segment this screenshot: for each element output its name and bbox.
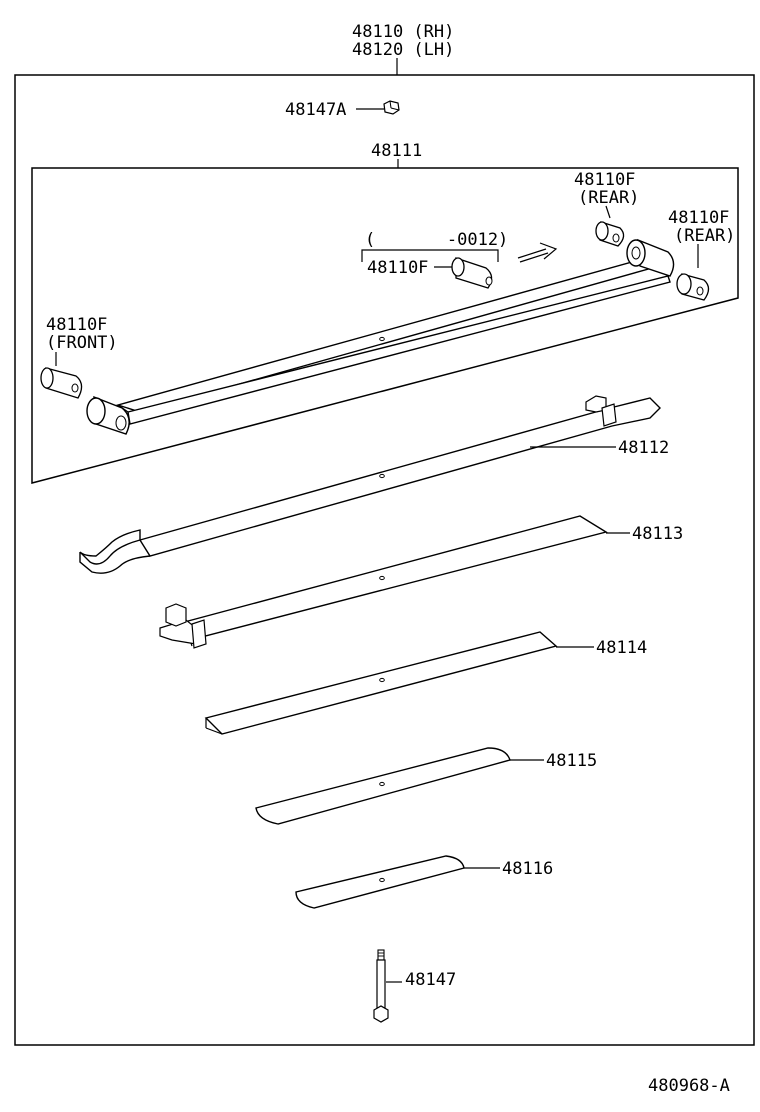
leaf-48115-label: 48115 — [546, 751, 597, 771]
bushing-front-part-label: 48110F — [46, 315, 107, 335]
bushing-center-part-label: 48110F — [367, 258, 428, 278]
bushing-rear-lower-note-label: (REAR) — [674, 226, 735, 246]
assembly-rh-label: 48110 (RH) — [352, 22, 454, 42]
bushing-rear-upper-icon — [595, 221, 625, 247]
bushing-rear-lower-icon — [676, 273, 710, 301]
leaf-48112-label: 48112 — [618, 438, 669, 458]
center-bolt-icon — [373, 949, 389, 1023]
front-eye-icon — [86, 395, 130, 435]
nut-icon — [383, 100, 400, 115]
rear-eye-icon — [626, 238, 675, 277]
leaf-48112 — [79, 395, 661, 574]
leaf-48116 — [295, 855, 465, 909]
center-bolt-label: 48147 — [405, 970, 456, 990]
leaf-48114 — [204, 631, 558, 735]
main-leaf-spring — [115, 261, 671, 425]
direction-arrow-icon — [517, 242, 558, 263]
main-leaf-frame — [31, 167, 739, 484]
bushing-center-range-bracket — [361, 249, 499, 262]
assembly-lh-label: 48120 (LH) — [352, 40, 454, 60]
outer-frame — [14, 74, 755, 1046]
bushing-rear-lower-part-label: 48110F — [668, 208, 729, 228]
bushing-rear-upper-note-label: (REAR) — [578, 188, 639, 208]
bushing-front-icon — [40, 367, 83, 399]
bushing-center-icon — [451, 257, 493, 289]
leaf-48113 — [159, 515, 608, 649]
bushing-front-note-label: (FRONT) — [46, 333, 118, 353]
leaf-48113-label: 48113 — [632, 524, 683, 544]
figure-code: 480968-A — [648, 1076, 730, 1096]
leaf-48116-label: 48116 — [502, 859, 553, 879]
leaf-48115 — [255, 747, 511, 825]
bushing-rear-upper-part-label: 48110F — [574, 170, 635, 190]
main-leaf-label: 48111 — [371, 141, 422, 161]
bushing-center-range-label: ( -0012) — [365, 230, 508, 250]
leaf-48114-label: 48114 — [596, 638, 647, 658]
nut-label: 48147A — [285, 100, 346, 120]
bushing-rear-upper-leader — [605, 205, 611, 219]
